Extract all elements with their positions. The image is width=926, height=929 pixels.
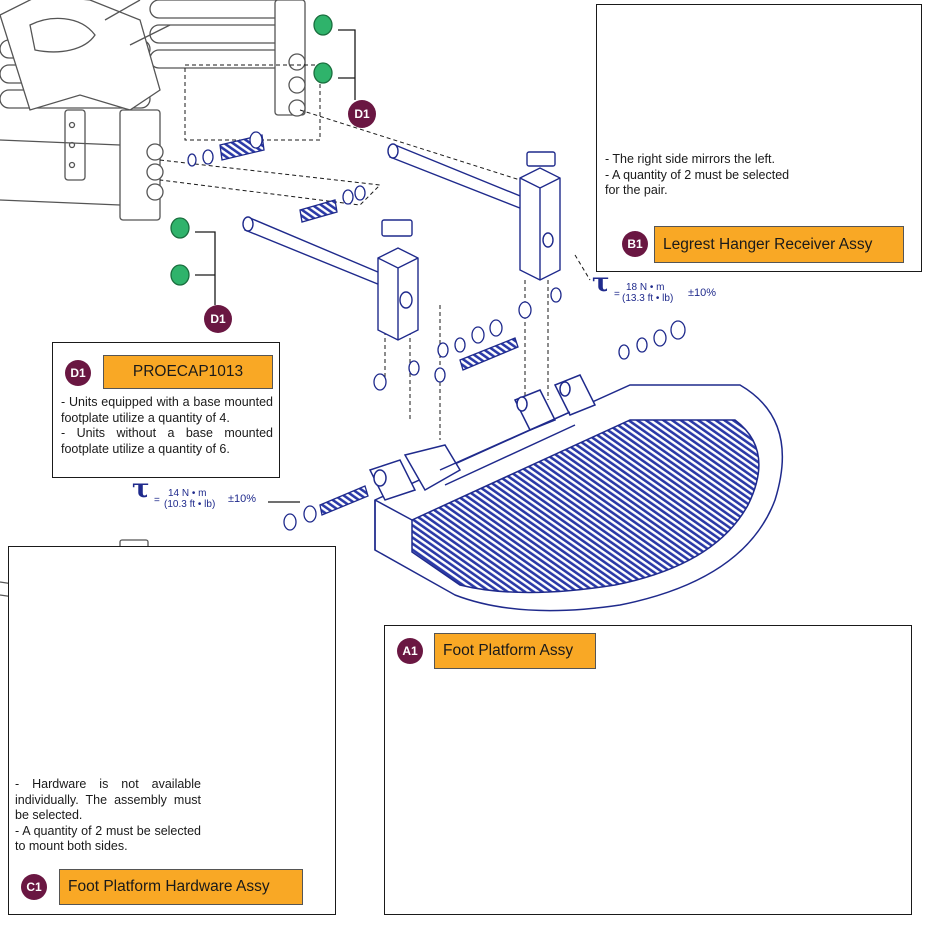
note-line: - The right side mirrors the left. [605,152,775,166]
callout-badge: A1 [397,638,423,664]
note-line: - A quantity of 2 must be selected [605,167,790,182]
callout-c1: - Hardware is not available individually… [8,546,336,915]
chair-frame [0,0,306,221]
callout-notes: - Hardware is not available individually… [15,777,201,855]
callout-notes: - Units equipped with a base mounted foo… [61,395,273,457]
callout-badge: B1 [622,231,648,257]
torque-symbol: τ [132,474,150,504]
green-caps [170,14,333,286]
assembly-label: Foot Platform Assy [434,633,596,669]
note-line: - Hardware is not available individually… [15,777,201,822]
pointer-badge-bottom: D1 [204,305,232,333]
torque-tolerance: ±10% [228,493,257,505]
torque-spec-lower: τ = 14 N • m (10.3 ft • lb) ±10% [132,474,257,510]
torque-spec-upper: τ = 18 N • m (13.3 ft • lb) ±10% [592,268,717,304]
torque-value-imperial: (13.3 ft • lb) [622,293,674,304]
callout-a1: A1 Foot Platform Assy [384,625,912,915]
note-line: - Units equipped with a base mounted foo… [61,395,273,425]
assembly-label: Foot Platform Hardware Assy [59,869,303,905]
note-line: for the pair. [605,183,668,197]
callout-badge: C1 [21,874,47,900]
hanger-receivers [377,151,561,341]
callout-b1: - The right side mirrors the left. - A q… [596,4,922,272]
torque-value-imperial: (10.3 ft • lb) [164,499,216,510]
torque-value: 18 N • m [626,282,665,293]
torque-value: 14 N • m [168,488,207,499]
pointer-badge-top: D1 [348,100,376,128]
torque-symbol: τ [592,268,610,298]
hanger-tubes [242,143,531,289]
note-line: - A quantity of 2 must be selected to mo… [15,823,201,854]
callout-badge: D1 [65,360,91,386]
torque-tolerance: ±10% [688,287,717,299]
hardware-parts [187,131,686,531]
callout-d1: D1 PROECAP1013 - Units equipped with a b… [52,342,280,478]
foot-platform-main [368,374,783,612]
part-number-label: PROECAP1013 [103,355,273,389]
note-line: - Units without a base mounted footplate… [61,426,273,456]
callout-notes: - The right side mirrors the left. - A q… [605,152,825,199]
assembly-label: Legrest Hanger Receiver Assy [654,226,904,263]
pointer-arrows [195,29,356,503]
